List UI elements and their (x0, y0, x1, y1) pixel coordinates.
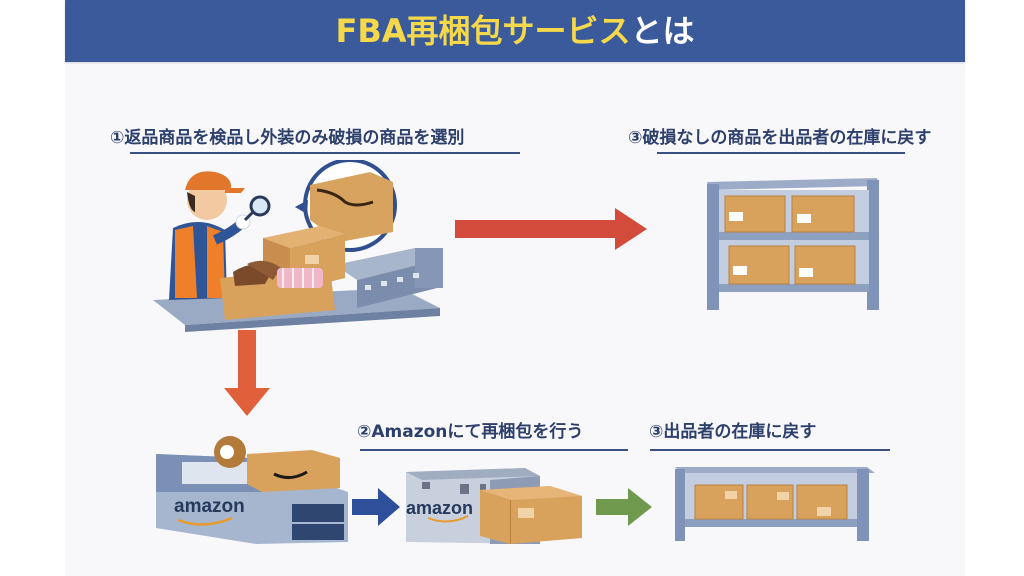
step3-top-label: ③破損なしの商品を出品者の在庫に戻す (628, 128, 932, 148)
page-title: FBA再梱包サービスとは (65, 12, 965, 50)
amazon-packing-machine: amazon (152, 432, 352, 550)
amazon-warehouse-logo: amazon (406, 498, 474, 518)
stock-shelf-top (697, 174, 887, 314)
step1-label: ①返品商品を検品し外装のみ破損の商品を選別 (110, 128, 465, 148)
stock-box (728, 245, 790, 285)
folded-shirt (277, 268, 323, 288)
amazon-machine-logo: amazon (174, 496, 245, 517)
inspection-illustration (145, 160, 450, 340)
arrow-to-stock-top (455, 208, 650, 250)
step1-underline (130, 152, 520, 154)
worker-cap (185, 171, 232, 190)
title-highlight: FBA再梱包サービス (335, 12, 631, 50)
title-rest: とは (630, 12, 695, 50)
stock-box (694, 484, 744, 520)
step2-label: ②Amazonにて再梱包を行う (357, 422, 584, 442)
step3-bottom-underline (650, 449, 890, 451)
step3-bottom-label: ③出品者の在庫に戻す (649, 422, 817, 442)
conveyor-belt (335, 248, 437, 280)
arrow-to-warehouse (352, 488, 400, 526)
stock-box (794, 245, 856, 285)
amazon-warehouse: amazon (400, 462, 590, 552)
magnifier-icon (249, 195, 271, 217)
cardboard-box (263, 226, 345, 248)
arrow-to-stock-bottom (596, 488, 652, 526)
amazon-box (247, 450, 340, 492)
step3-top-underline (657, 152, 905, 154)
stock-shelf-bottom (667, 465, 897, 545)
step2-underline (360, 449, 628, 451)
header-banner: FBA再梱包サービスとは (65, 0, 965, 62)
stock-box (746, 484, 794, 520)
arrow-to-repack (224, 330, 270, 416)
